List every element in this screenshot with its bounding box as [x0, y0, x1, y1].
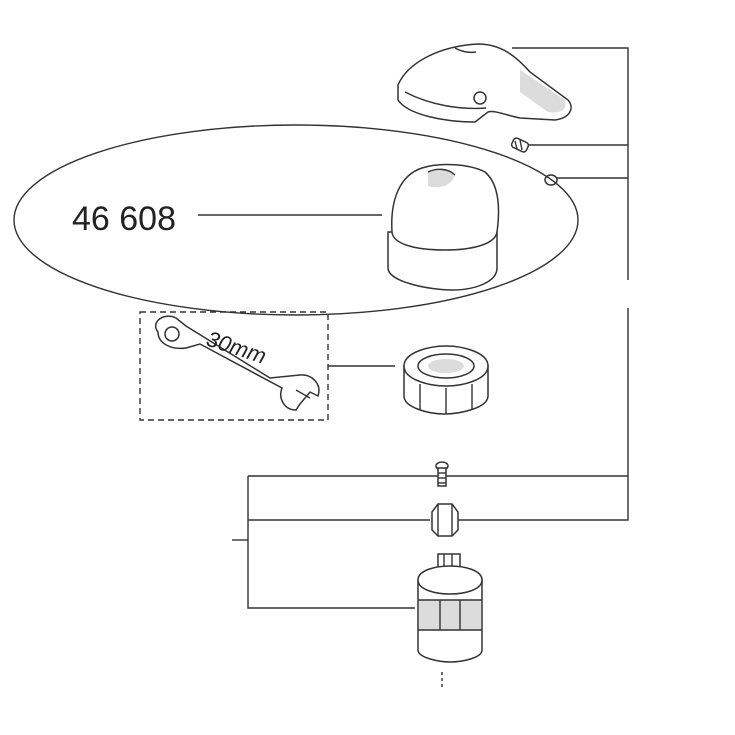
grub-screw [510, 137, 530, 153]
handle-lever [397, 43, 572, 123]
spline-adapter [431, 503, 459, 537]
callout-ellipse [13, 124, 579, 316]
wrench-icon [155, 315, 320, 411]
cartridge [417, 553, 483, 690]
assembly-bracket-left [232, 476, 430, 609]
hex-nut [403, 345, 489, 415]
cap-part-46608 [387, 163, 500, 291]
tool-box [139, 311, 395, 421]
small-screw [435, 461, 449, 487]
part-number-label: 46 608 [72, 200, 176, 238]
